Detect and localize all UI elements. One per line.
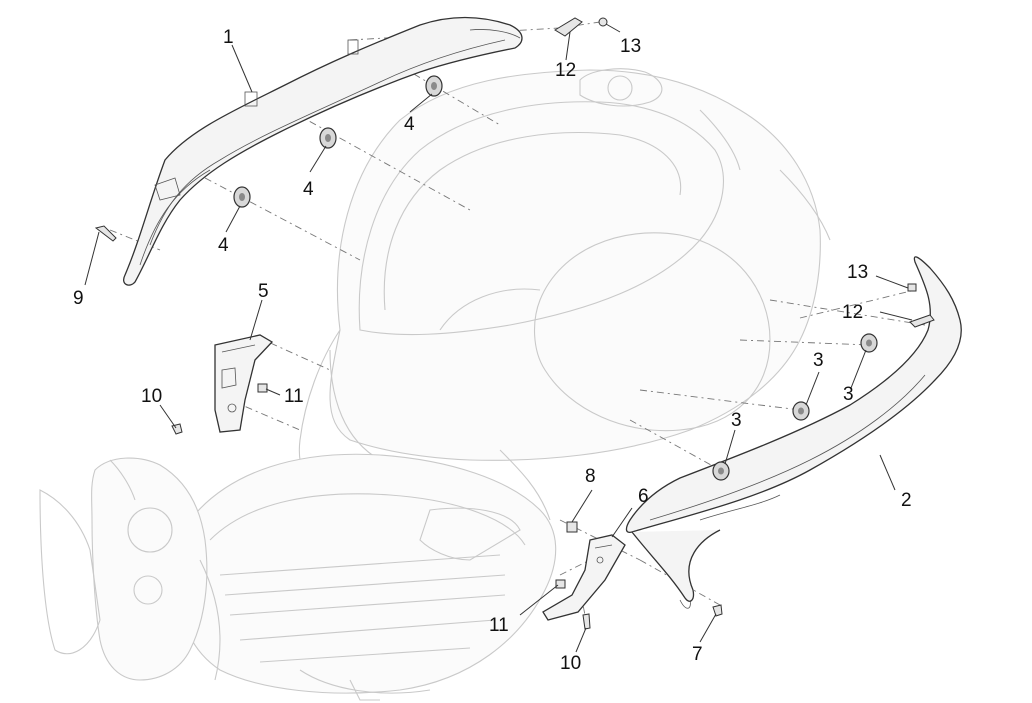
callout-11-bottom: 11: [489, 615, 509, 636]
callout-4-top: 4: [404, 114, 415, 135]
callout-4-middle: 4: [303, 179, 314, 200]
grommets: [233, 75, 878, 481]
callout-3-upper-left: 3: [813, 350, 824, 371]
grommet-4c: [233, 186, 251, 208]
screw-10-right: [582, 613, 591, 630]
callout-13-top: 13: [620, 36, 641, 57]
callout-12-right: 12: [842, 302, 863, 323]
part-2-right-side-trim: [625, 256, 962, 609]
screw-10-left: [171, 423, 183, 435]
grommet-3a: [860, 333, 878, 353]
callout-12-top: 12: [555, 60, 576, 81]
grommet-4b: [319, 127, 337, 149]
callout-7: 7: [692, 644, 703, 665]
callout-5: 5: [258, 281, 269, 302]
callout-1: 1: [223, 27, 234, 48]
grommet-3c: [712, 461, 730, 481]
callout-labels: 1 2 3 3 3 4 4 4 5 6 7 8 9 10 10 11 11 12…: [73, 27, 912, 674]
callout-3-lower: 3: [731, 410, 742, 431]
screw-7: [712, 604, 723, 617]
grommet-3b: [792, 401, 810, 421]
nut-13-right: [907, 283, 917, 292]
callout-10-left: 10: [141, 386, 162, 407]
part-6-right-bracket: [542, 534, 626, 621]
part-5-left-bracket: [214, 334, 274, 433]
scooter-body-ghost: [39, 68, 831, 701]
grommet-4a: [425, 75, 443, 97]
clip-8: [566, 521, 578, 533]
callout-8: 8: [585, 466, 596, 487]
callout-4-bottom: 4: [218, 235, 229, 256]
callout-6: 6: [638, 486, 649, 507]
nut-13-top: [598, 17, 608, 27]
clip-11-left: [257, 383, 268, 393]
screw-9: [94, 225, 117, 242]
leader-lines: [84, 23, 913, 653]
hardware: [94, 17, 935, 630]
part-1-left-side-trim: [123, 16, 523, 286]
callout-13-right: 13: [847, 262, 868, 283]
clip-12-top: [554, 17, 583, 37]
clip-11-right: [555, 579, 566, 589]
callout-10-bottom: 10: [560, 653, 581, 674]
callout-11-left: 11: [284, 386, 304, 407]
clip-12-right: [909, 314, 935, 328]
callout-3-upper-right: 3: [843, 384, 854, 405]
callout-9: 9: [73, 288, 84, 309]
callout-2: 2: [901, 490, 912, 511]
